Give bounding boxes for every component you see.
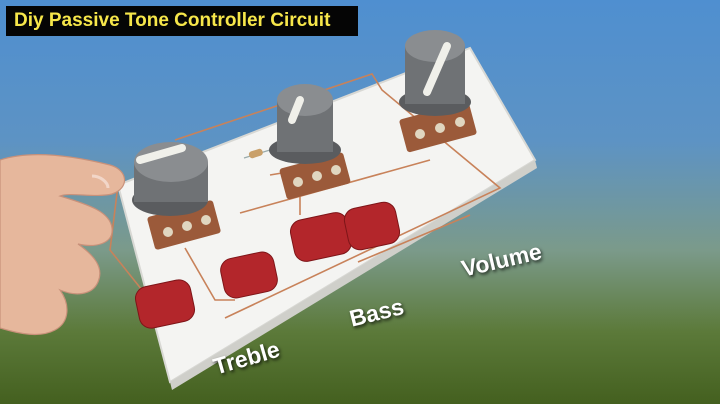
title-banner: Diy Passive Tone Controller Circuit bbox=[6, 6, 358, 36]
treble-potentiometer bbox=[132, 142, 221, 250]
volume-potentiometer bbox=[399, 30, 477, 153]
hand bbox=[0, 153, 126, 336]
board-edge bbox=[170, 160, 537, 390]
capacitors bbox=[134, 201, 401, 329]
video-title: Diy Passive Tone Controller Circuit bbox=[14, 10, 331, 31]
bass-potentiometer bbox=[269, 84, 351, 200]
